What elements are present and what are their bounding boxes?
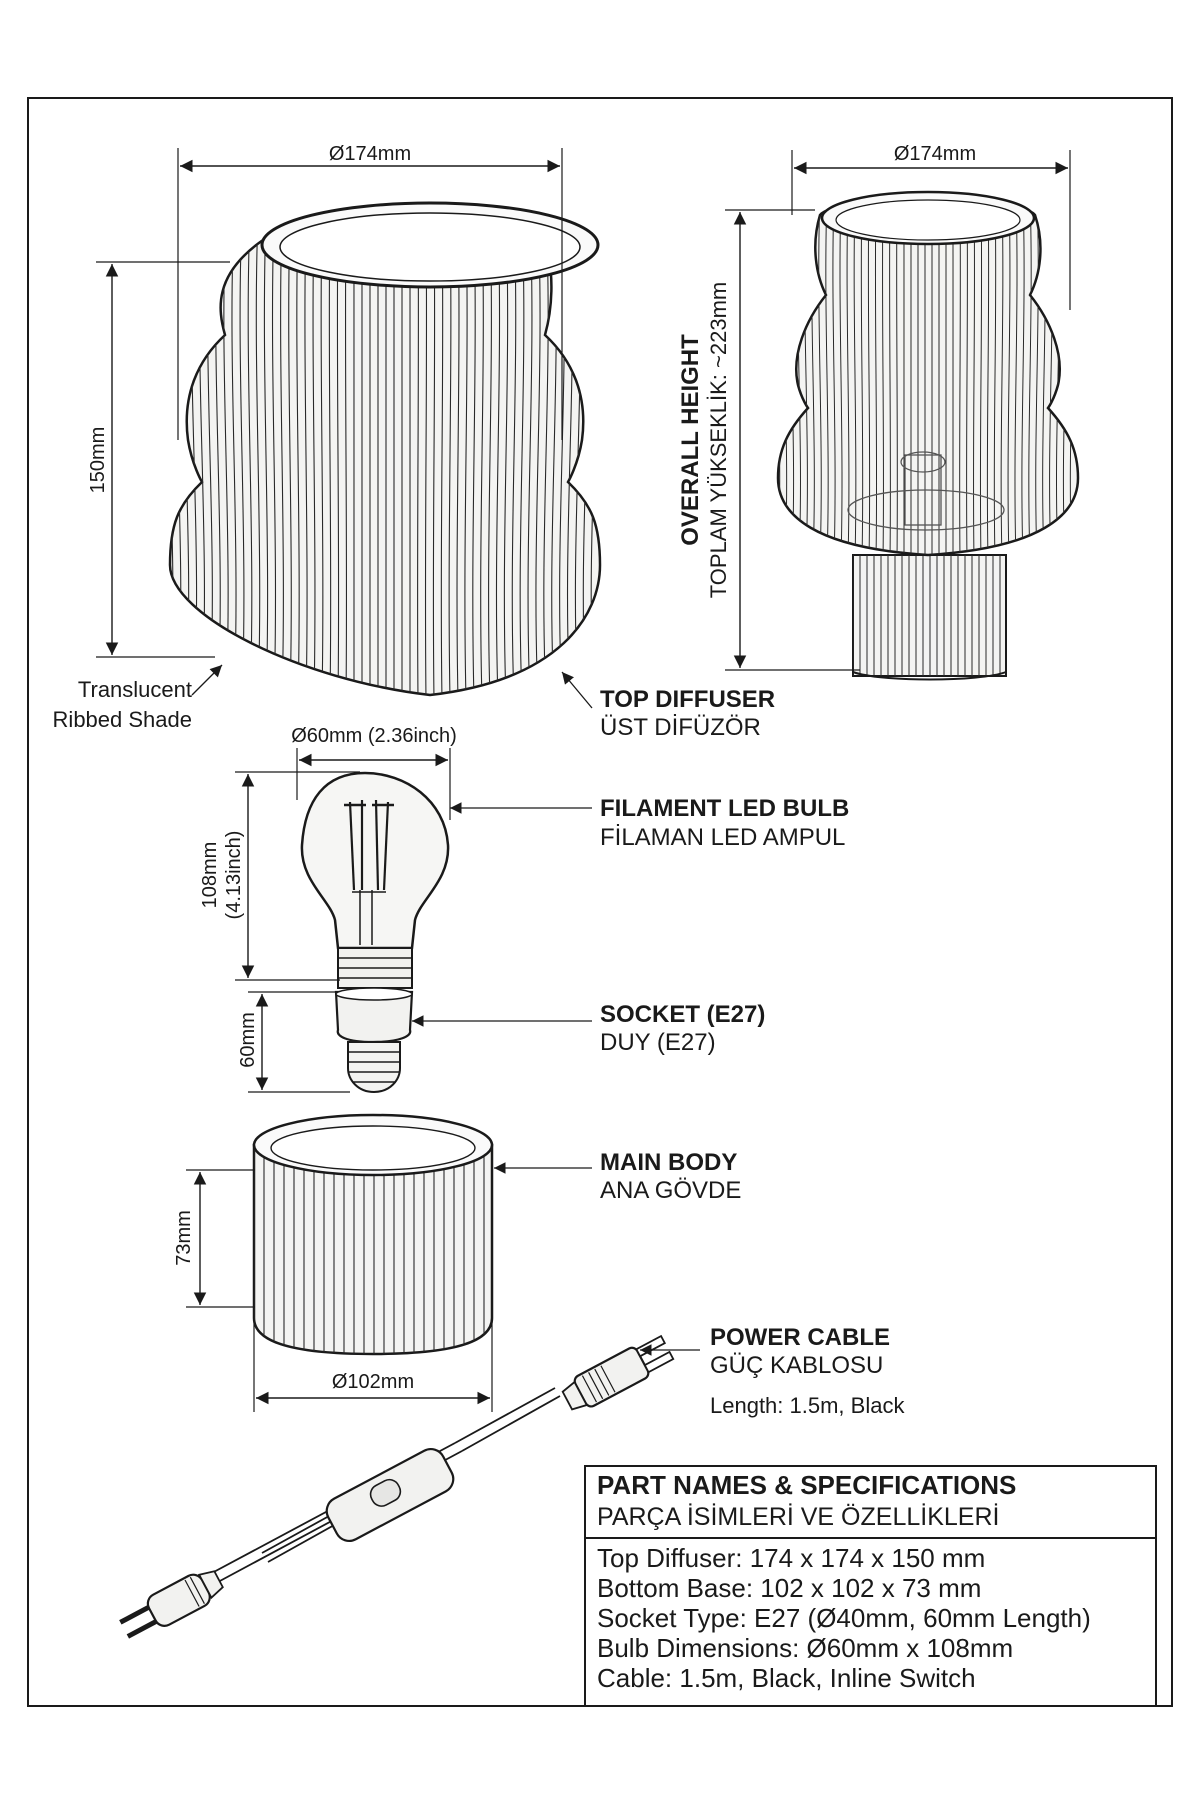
spec-title-tr: PARÇA İSİMLERİ VE ÖZELLİKLERİ — [597, 1502, 999, 1531]
main-body-tr: ANA GÖVDE — [600, 1177, 741, 1204]
socket-height-dimension: 60mm — [237, 991, 350, 1093]
spec-row: Bulb Dimensions: Ø60mm x 108mm — [597, 1633, 1013, 1663]
power-cable-drawing — [119, 1334, 675, 1639]
main-body-callout: MAIN BODY ANA GÖVDE — [494, 1149, 741, 1204]
filament-bulb-drawing — [300, 771, 450, 989]
shade-note-line2: Ribbed Shade — [53, 707, 192, 732]
socket-height-label: 60mm — [237, 1012, 259, 1068]
main-body-en: MAIN BODY — [600, 1149, 737, 1176]
spec-row: Bottom Base: 102 x 102 x 73 mm — [597, 1573, 981, 1603]
power-cable-en: POWER CABLE — [710, 1324, 890, 1351]
power-cable-tr: GÜÇ KABLOSU — [710, 1352, 883, 1379]
bulb-tr: FİLAMAN LED AMPUL — [600, 824, 845, 851]
top-diffuser-drawing — [168, 201, 602, 697]
base-diameter-dimension: Ø102mm — [253, 1320, 493, 1412]
socket-drawing — [334, 987, 414, 1094]
bulb-callout: FILAMENT LED BULB FİLAMAN LED AMPUL — [450, 795, 849, 851]
bulb-height-mm: 108mm — [199, 842, 221, 909]
power-cable-note: Length: 1.5m, Black — [710, 1393, 905, 1418]
spec-title-en: PART NAMES & SPECIFICATIONS — [597, 1470, 1016, 1500]
base-height-label: 73mm — [173, 1210, 195, 1266]
spec-row: Socket Type: E27 (Ø40mm, 60mm Length) — [597, 1603, 1091, 1633]
shade-height-dimension: 150mm — [87, 261, 230, 658]
top-diffuser-en: TOP DIFFUSER — [600, 686, 775, 713]
spec-row: Cable: 1.5m, Black, Inline Switch — [597, 1663, 976, 1693]
power-cable-callout: POWER CABLE GÜÇ KABLOSU Length: 1.5m, Bl… — [640, 1324, 905, 1418]
bulb-height-in: (4.13inch) — [223, 831, 245, 920]
main-body-drawing — [252, 1113, 494, 1356]
bulb-height-dimension: 108mm (4.13inch) — [199, 771, 360, 981]
assembled-lamp-drawing — [776, 190, 1080, 681]
shade-diameter-dimension: Ø174mm — [177, 143, 563, 440]
spec-row: Top Diffuser: 174 x 174 x 150 mm — [597, 1543, 985, 1573]
top-diffuser-callout: TOP DIFFUSER ÜST DİFÜZÖR — [561, 671, 775, 741]
socket-callout: SOCKET (E27) DUY (E27) — [412, 1001, 765, 1056]
shade-height-label: 150mm — [87, 427, 109, 494]
assembled-diameter-label: Ø174mm — [894, 143, 976, 165]
bulb-diameter-label: Ø60mm (2.36inch) — [291, 725, 457, 747]
overall-height-dimension: OVERALL HEIGHT TOPLAM YÜKSEKLİK: ~223mm — [677, 209, 860, 671]
assembled-diameter-dimension: Ø174mm — [791, 143, 1071, 310]
base-diameter-label: Ø102mm — [332, 1371, 414, 1393]
shade-diameter-label: Ø174mm — [329, 143, 411, 165]
socket-tr: DUY (E27) — [600, 1029, 716, 1056]
overall-height-title: OVERALL HEIGHT — [677, 334, 704, 546]
spec-table: PART NAMES & SPECIFICATIONS PARÇA İSİMLE… — [584, 1465, 1157, 1707]
socket-en: SOCKET (E27) — [600, 1001, 765, 1028]
shade-note-line1: Translucent — [78, 677, 192, 702]
base-height-dimension: 73mm — [173, 1169, 255, 1308]
bulb-en: FILAMENT LED BULB — [600, 795, 849, 822]
overall-height-value: TOPLAM YÜKSEKLİK: ~223mm — [706, 282, 731, 599]
top-diffuser-tr: ÜST DİFÜZÖR — [600, 714, 761, 741]
shade-note: Translucent Ribbed Shade — [53, 664, 223, 732]
